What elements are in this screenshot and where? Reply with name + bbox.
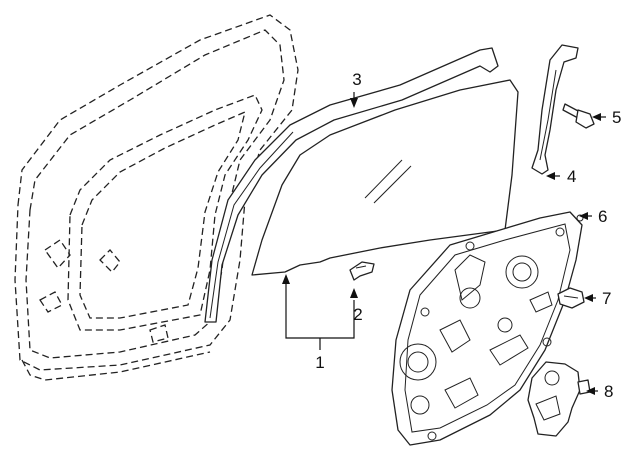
bolt: [562, 103, 595, 129]
callout-4: 4: [567, 167, 576, 186]
regulator-module: [391, 211, 584, 446]
callout-6: 6: [598, 207, 607, 226]
callout-7: 7: [602, 289, 611, 308]
glass-clip: [349, 261, 375, 281]
window-motor: [527, 361, 591, 437]
door-shell: [14, 14, 299, 381]
callout-5: 5: [612, 108, 621, 127]
glass-run-channel: [204, 47, 499, 323]
callout-2: 2: [353, 305, 362, 324]
callout-3: 3: [352, 70, 361, 89]
leader-lines: [282, 92, 606, 395]
door-glass: [251, 79, 519, 276]
retainer-clip: [557, 287, 585, 309]
sash-channel: [531, 44, 579, 175]
callout-8: 8: [604, 382, 613, 401]
callout-1: 1: [315, 353, 324, 372]
